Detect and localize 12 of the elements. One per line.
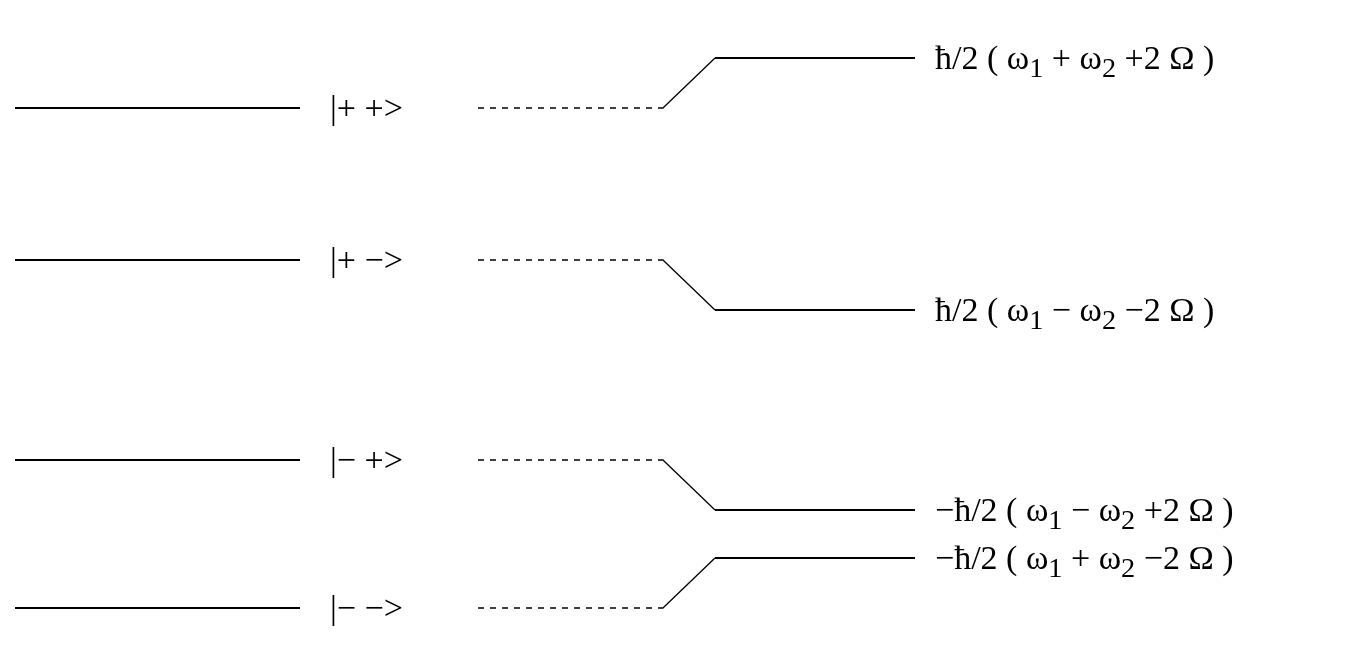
state-label: |+ +> <box>330 88 403 128</box>
transition-line <box>477 259 716 311</box>
energy-label: ħ/2 ( ω$_{1}$ + ω$_{2}$ +2 Ω ) <box>935 38 1215 85</box>
transition-line <box>477 57 716 109</box>
energy-label: ħ/2 ( ω$_{1}$ − ω$_{2}$ −2 Ω ) <box>935 290 1215 337</box>
transition-line <box>477 459 716 511</box>
energy-label: −ħ/2 ( ω$_{1}$ + ω$_{2}$ −2 Ω ) <box>935 538 1234 585</box>
energy-label: −ħ/2 ( ω$_{1}$ − ω$_{2}$ +2 Ω ) <box>935 490 1234 537</box>
state-label: |+ −> <box>330 240 403 280</box>
state-label: |− −> <box>330 588 403 628</box>
transition-line <box>477 557 716 609</box>
state-label: |− +> <box>330 440 403 480</box>
